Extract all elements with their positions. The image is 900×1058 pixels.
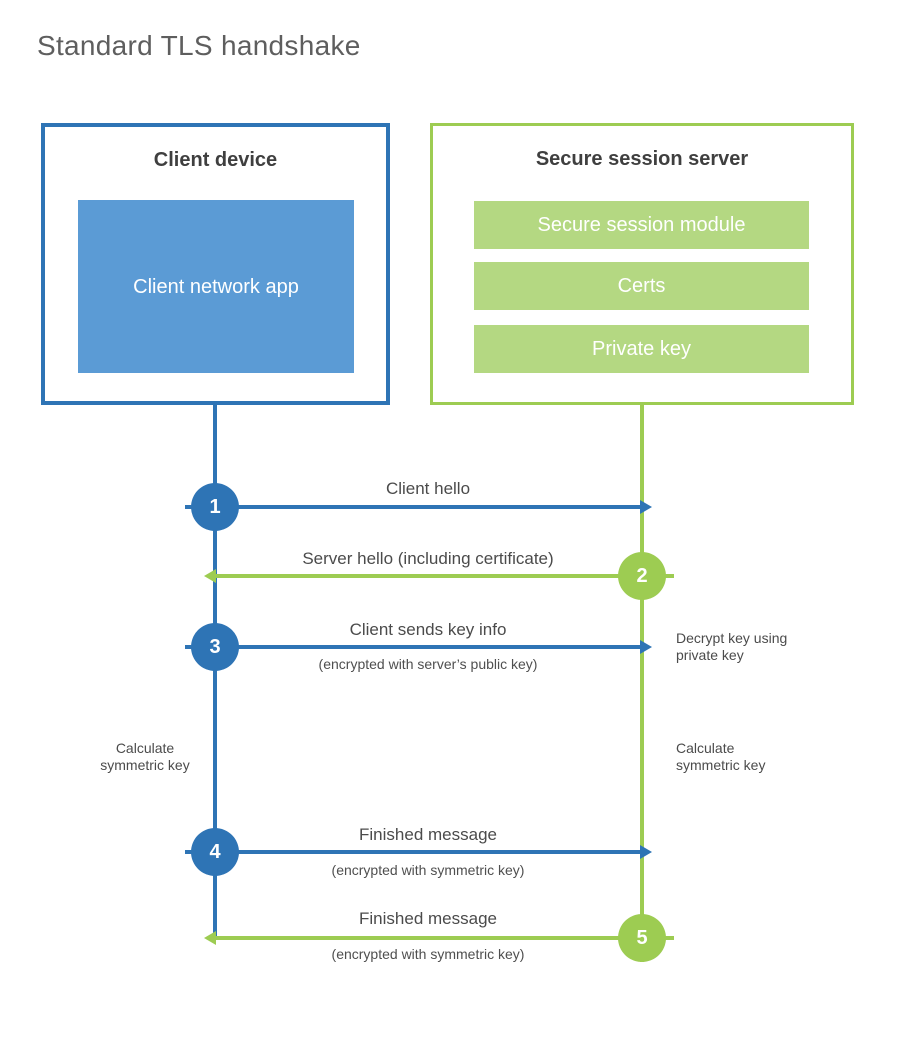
server-lifeline [640,405,644,962]
arrow-right-icon [640,845,652,859]
client-network-app-label: Client network app [133,275,299,298]
arrow-finished-client [185,845,652,859]
message-label-client-key-info: Client sends key info [349,620,507,639]
server-module-private-key: Private key [474,325,809,373]
client-lifeline [213,405,217,940]
note-calculate-symmetric-key-server: Calculate symmetric key [676,740,766,773]
arrow-left-icon [204,931,216,945]
secure-session-server-box: Secure session server Secure session mod… [430,123,854,405]
arrow-client-key-info [185,640,652,654]
server-module-label: Certs [617,274,666,297]
server-module-certs: Certs [474,262,809,310]
note-decrypt-key: Decrypt key using private key [676,630,788,663]
secure-session-server-title: Secure session server [535,148,749,170]
arrow-right-icon [640,640,652,654]
message-label-server-hello: Server hello (including certificate) [302,549,554,568]
message-sublabel-client-key-info: (encrypted with server’s public key) [318,656,538,672]
server-module-label: Secure session module [537,213,746,236]
message-sublabel-finished-server: (encrypted with symmetric key) [331,946,525,962]
step-badge-1: 1 [191,483,239,531]
server-module-label: Private key [592,337,691,360]
step-badge-2: 2 [618,552,666,600]
page-title: Standard TLS handshake [37,30,361,61]
server-module-secure-session: Secure session module [474,201,809,249]
client-network-app-block: Client network app [78,200,354,373]
step-badge-4: 4 [191,828,239,876]
message-label-finished-server: Finished message [359,909,497,928]
arrow-left-icon [204,569,216,583]
message-sublabel-finished-client: (encrypted with symmetric key) [331,862,525,878]
step-badge-3: 3 [191,623,239,671]
arrow-right-icon [640,500,652,514]
arrow-server-hello [204,569,674,583]
client-device-title: Client device [153,149,278,171]
note-calculate-symmetric-key-client: Calculate symmetric key [100,740,190,773]
step-badge-5: 5 [618,914,666,962]
message-label-client-hello: Client hello [385,479,471,498]
client-device-box: Client device Client network app [41,123,390,405]
message-label-finished-client: Finished message [359,825,497,844]
arrow-client-hello [185,500,652,514]
arrow-finished-server [204,931,674,945]
